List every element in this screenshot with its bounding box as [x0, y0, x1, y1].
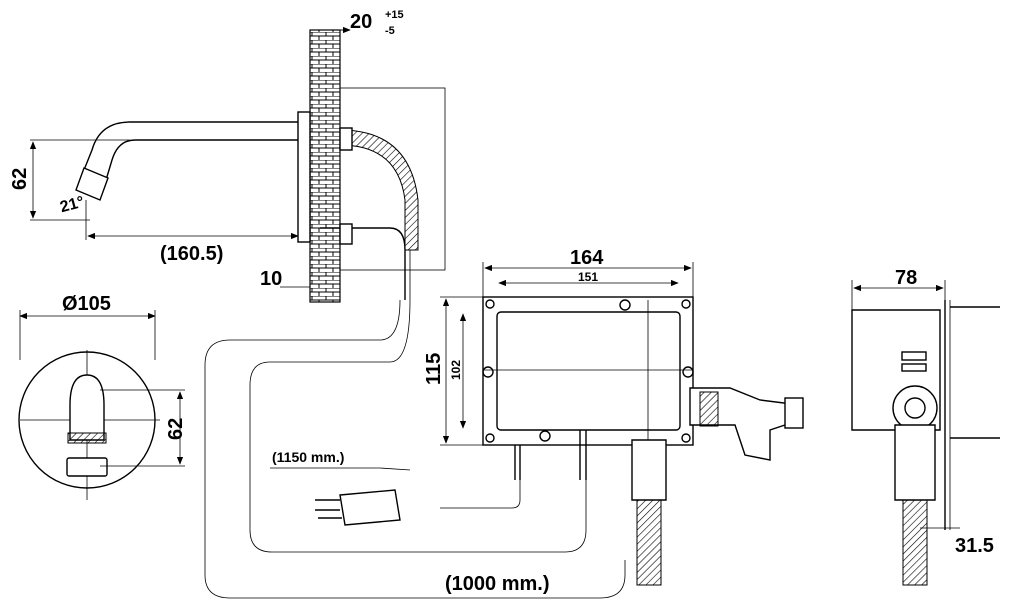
svg-text:164: 164 [570, 247, 604, 269]
in-wall-box [339, 87, 446, 271]
control-box-view: 164 151 115 102 [423, 247, 804, 586]
svg-text:115: 115 [423, 353, 445, 385]
svg-text:62: 62 [165, 418, 187, 440]
svg-text:102: 102 [449, 360, 463, 380]
svg-text:21°: 21° [58, 194, 86, 217]
spout-side-view [75, 29, 446, 303]
sensor-cable [320, 227, 406, 300]
spout-top [83, 121, 298, 171]
svg-text:31.5: 31.5 [955, 535, 994, 557]
spout-nozzle [75, 167, 109, 201]
wall-section [309, 29, 341, 303]
svg-text:(160.5): (160.5) [160, 243, 223, 265]
supply-hose-down [636, 499, 662, 586]
svg-text:-5: -5 [385, 25, 395, 37]
spout-bottom [105, 139, 298, 181]
svg-text:20: 20 [350, 11, 372, 33]
supply-hose [339, 129, 419, 251]
dimensions-side: 20 +15 -5 62 21° (160.5) 10 [9, 9, 404, 290]
svg-text:62: 62 [9, 168, 31, 190]
wall-flange [297, 111, 311, 243]
cover-front-view: Ø105 62 [18, 293, 187, 500]
svg-text:+15: +15 [385, 9, 404, 21]
svg-text:(1150 mm.): (1150 mm.) [272, 449, 344, 465]
power-plug [339, 489, 401, 526]
cables: (1150 mm.) (1000 mm.) [204, 299, 626, 599]
svg-text:(1000 mm.): (1000 mm.) [445, 573, 550, 595]
svg-text:10: 10 [260, 268, 282, 290]
svg-text:78: 78 [895, 267, 917, 289]
hose-fitting [631, 439, 667, 501]
svg-text:Ø105: Ø105 [62, 293, 111, 315]
svg-text:151: 151 [578, 270, 598, 284]
control-box-side-view: 78 31.5 [851, 267, 1000, 586]
